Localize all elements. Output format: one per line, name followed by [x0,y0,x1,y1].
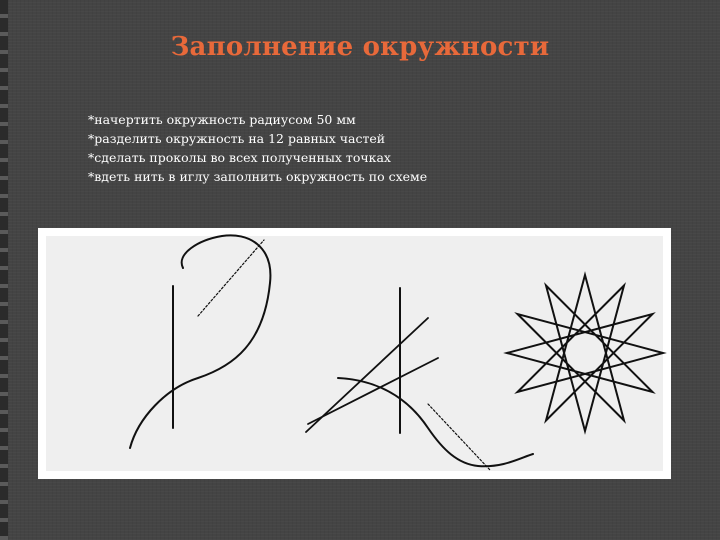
instruction-step-2: *разделить окружность на 12 равных часте… [88,131,386,146]
illustration-background [46,236,663,471]
needle-thread-panel [129,234,272,449]
twelve-point-star [503,271,667,435]
instruction-list: *начертить окружность радиусом 50 мм *ра… [88,110,427,186]
instruction-step-1: *начертить окружность радиусом 50 мм [88,112,356,127]
instruction-step-4: *вдеть нить в иглу заполнить окружность … [88,169,428,184]
thread-dashed-2 [427,403,491,471]
thread-curve-2 [337,377,534,468]
slide-title: Заполнение окружности [170,32,550,62]
stitch-line-b [307,357,439,425]
slide-edge-decoration [0,0,8,540]
thread-curve-1 [129,234,272,449]
stitching-diagram [129,234,667,471]
stitch-line-a [305,317,429,433]
illustration-frame [38,228,671,479]
crossing-stitch-panel [305,287,534,471]
instruction-step-3: *сделать проколы во всех полученных точк… [88,150,391,165]
thread-dashed-1 [197,239,265,317]
